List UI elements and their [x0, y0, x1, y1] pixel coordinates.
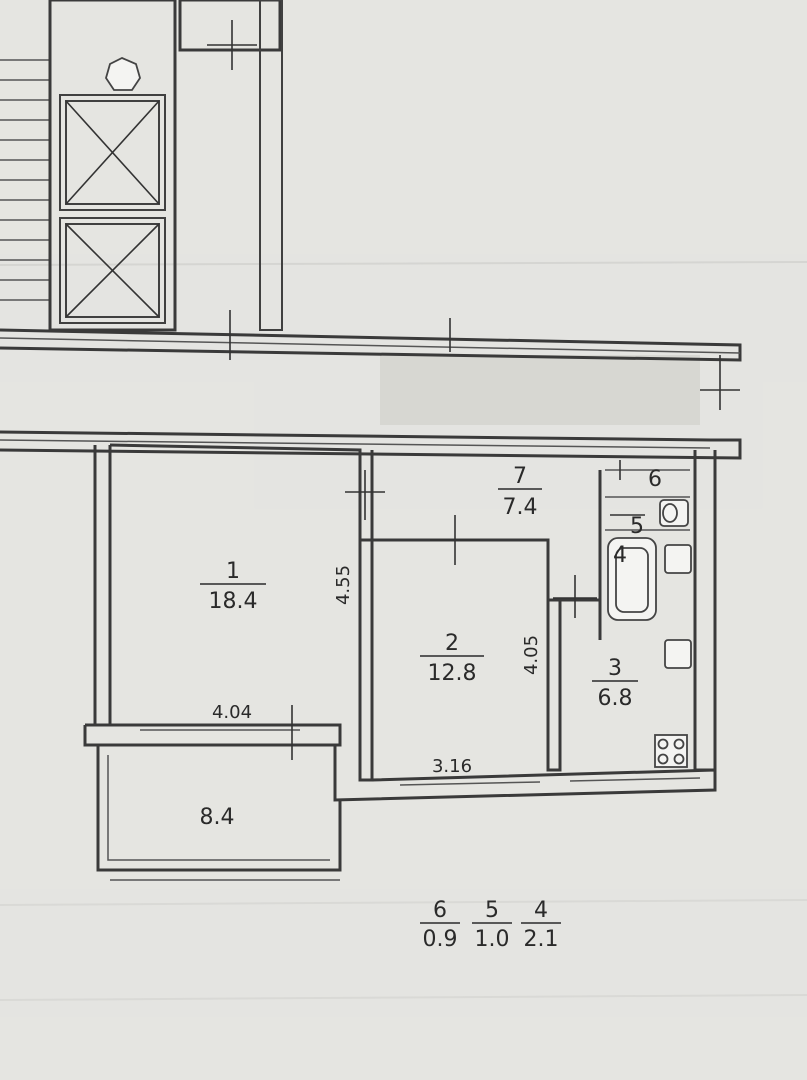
bathroom-fixtures: [607, 499, 692, 768]
dimension-4-04: 4.04: [212, 702, 252, 723]
loggia-area: 8.4: [200, 805, 235, 830]
room-6-mark: 6: [648, 467, 662, 492]
summary-fractions: 6 0.9 5 1.0 4 2.1: [420, 898, 561, 952]
room-1-area: 18.4: [209, 589, 258, 614]
room-3-number: 3: [608, 656, 622, 681]
summary-4-area: 2.1: [524, 927, 559, 952]
dimension-3-16: 3.16: [432, 756, 472, 777]
room-2-number: 2: [445, 631, 459, 656]
room-7-label: 7 7.4: [498, 464, 542, 520]
sink-icon: [664, 544, 692, 574]
summary-4-number: 4: [534, 898, 548, 923]
room-7-number: 7: [513, 464, 527, 489]
stair-elevator-block: [0, 0, 283, 332]
summary-6-number: 6: [433, 898, 447, 923]
dimension-4-05: 4.05: [521, 635, 542, 675]
room-3-label: 3 6.8: [592, 656, 638, 711]
dimension-4-55: 4.55: [333, 565, 354, 605]
kitchen-sink-icon: [664, 639, 692, 669]
room-2-area: 12.8: [428, 661, 477, 686]
room-4-mark: 4: [613, 543, 627, 568]
corridor-walls: [0, 310, 742, 460]
room-2-label: 2 12.8: [420, 631, 484, 686]
room-3-area: 6.8: [598, 686, 633, 711]
room-1-label: 1 18.4: [200, 559, 266, 614]
apartment-walls: [83, 443, 717, 881]
summary-6-area: 0.9: [423, 927, 458, 952]
room-1-number: 1: [226, 559, 240, 584]
summary-5-area: 1.0: [475, 927, 510, 952]
room-7-area: 7.4: [503, 495, 538, 520]
wall-markers: [291, 460, 645, 760]
room-5-mark: 5: [630, 514, 644, 539]
summary-5-number: 5: [485, 898, 499, 923]
